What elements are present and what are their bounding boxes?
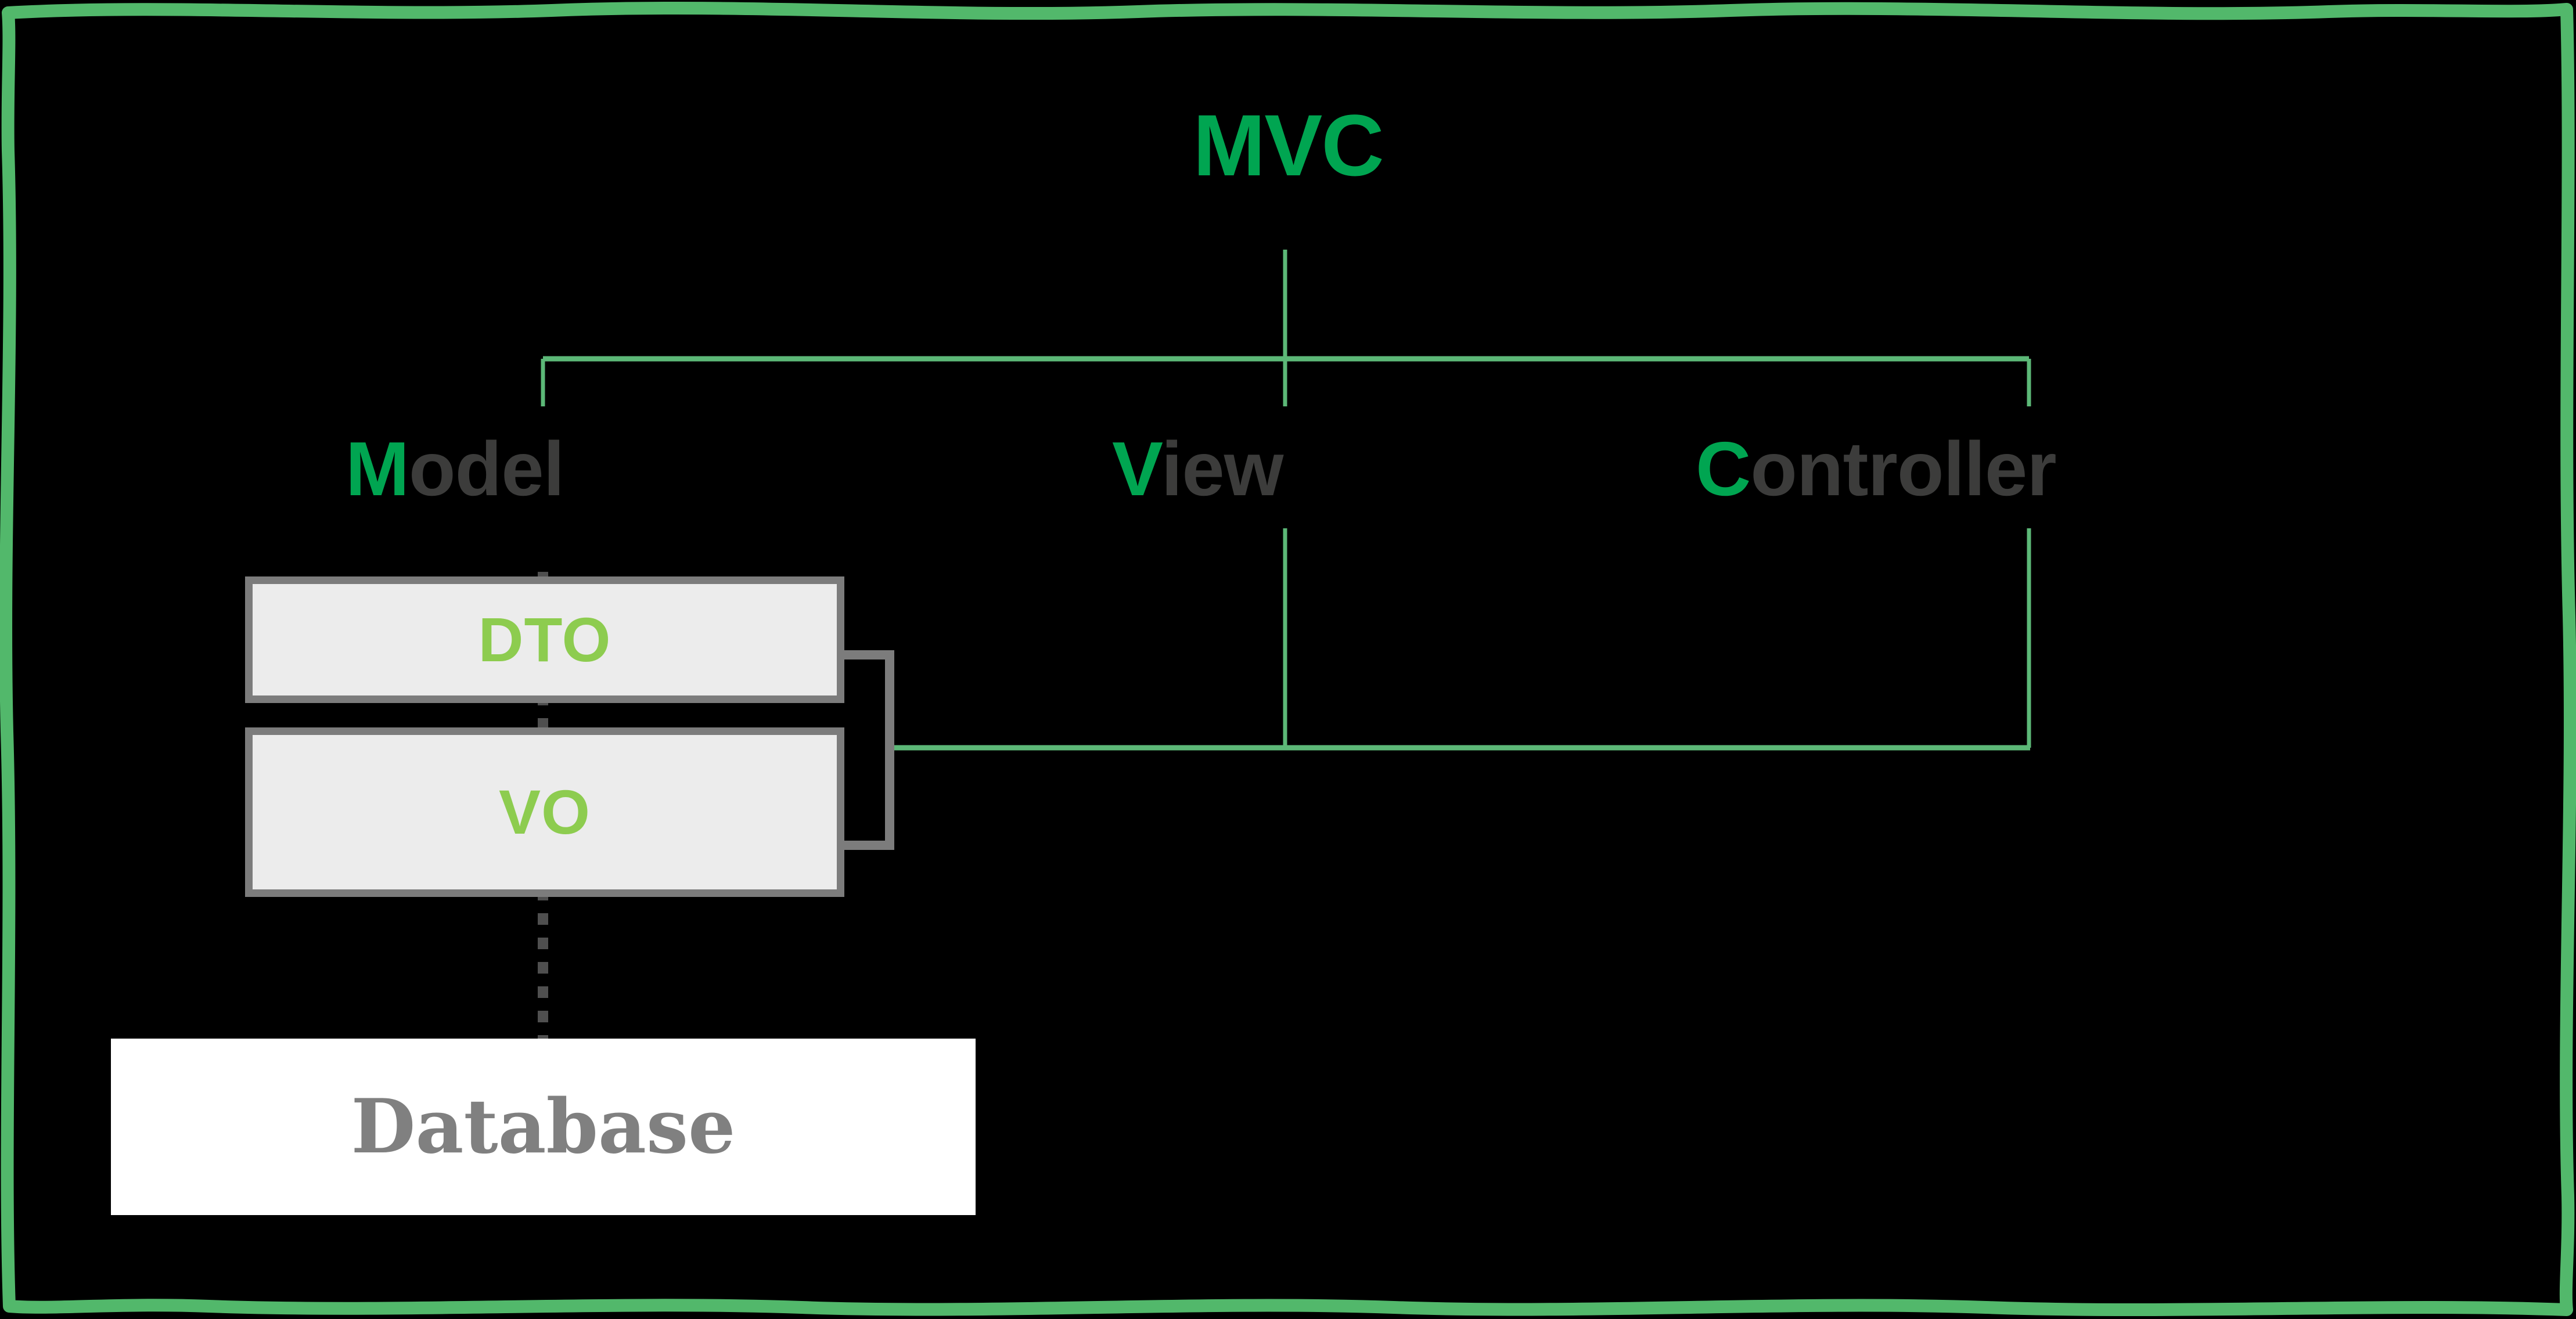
tier-label-model: Model [346,431,564,507]
database-box-label: Database [351,1083,736,1170]
model-bracket [839,650,894,850]
page-title: MVC [1193,96,1384,194]
tier-label-controller-initial: C [1696,426,1751,511]
tier-label-controller-rest: ontroller [1750,426,2056,511]
tier-label-model-initial: M [346,426,409,511]
model-box-dto: DTO [245,576,844,703]
tier-label-controller: Controller [1696,431,2057,507]
tier-label-view: View [1112,431,1283,507]
model-box-vo: VO [245,727,844,897]
tier-label-model-rest: odel [408,426,564,511]
model-box-vo-label: VO [498,777,591,847]
tier-label-view-initial: V [1112,426,1162,511]
model-box-dto-label: DTO [478,604,611,675]
tier-label-view-rest: iew [1161,426,1284,511]
database-box: Database [111,1039,976,1215]
